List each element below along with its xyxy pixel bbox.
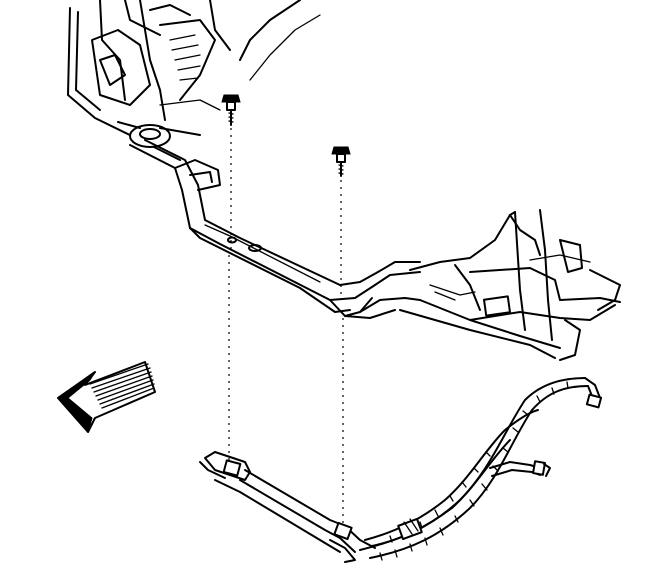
- cooler-line-bracket: [199, 451, 376, 563]
- cooler-line-clamp: [397, 518, 423, 540]
- bolt-right: [331, 146, 351, 177]
- upper-left-frame-structure: [67, 0, 321, 161]
- right-frame-structure: [399, 209, 621, 361]
- crossmember-hole: [248, 244, 262, 252]
- bracket-clip-right: [333, 521, 353, 541]
- bolt-left: [221, 94, 241, 126]
- right-bracket-block: [483, 295, 511, 317]
- transmission-cooler-lines: [359, 377, 603, 561]
- cooler-line-fitting-upper: [585, 393, 603, 409]
- cooler-line-fitting-side: [532, 460, 546, 476]
- mount-boss: [129, 124, 171, 148]
- frame-crossmember: [129, 139, 421, 319]
- front-direction-arrow: [57, 361, 156, 434]
